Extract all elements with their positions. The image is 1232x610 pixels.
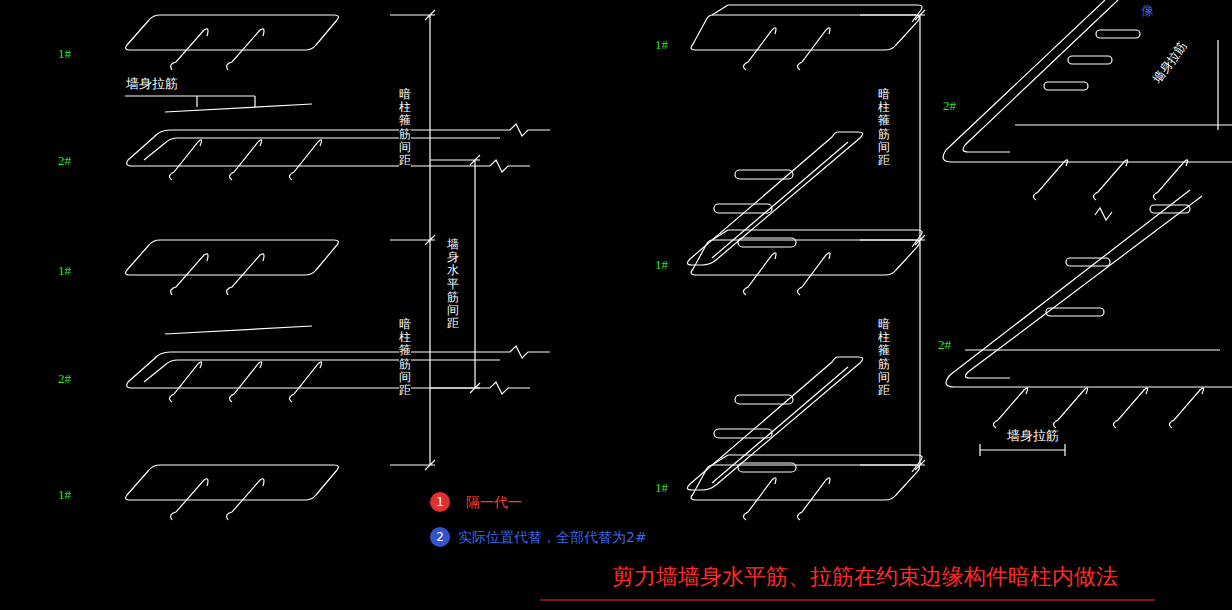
- annotation: 墙身拉筋: [125, 76, 179, 92]
- rebar-mark: 2#: [938, 337, 951, 353]
- annotation: 像: [1141, 3, 1154, 19]
- annotation: 暗柱箍筋间距: [399, 88, 411, 167]
- annotation: 暗柱箍筋间距: [399, 318, 411, 397]
- annotation: 暗柱箍筋间距: [878, 88, 890, 167]
- annotation: 墙身水平筋间距: [447, 238, 459, 330]
- rebar-mark: 1#: [58, 487, 71, 503]
- rebar-mark: 1#: [58, 263, 71, 279]
- annotation: 暗柱箍筋间距: [878, 318, 890, 397]
- rebar-mark: 1#: [58, 46, 71, 62]
- drawing-title: 剪力墙墙身水平筋、拉筋在约束边缘构件暗柱内做法: [612, 562, 1118, 592]
- callout-text: 1: [436, 495, 444, 509]
- rebar-mark: 2#: [943, 98, 956, 114]
- callout-text: 2: [436, 530, 444, 544]
- rebar-mark: 2#: [58, 371, 71, 387]
- rebar-mark: 2#: [58, 153, 71, 169]
- annotation: 隔一代一: [466, 494, 522, 511]
- rebar-mark: 1#: [655, 480, 668, 496]
- annotation: 墙身拉筋: [1150, 39, 1189, 87]
- rebar-mark: 1#: [655, 37, 668, 53]
- annotation: 墙身拉筋: [1006, 428, 1060, 444]
- callout-number: 1: [430, 492, 450, 512]
- callout-number: 2: [430, 527, 450, 547]
- rebar-mark: 1#: [655, 257, 668, 273]
- annotation: 实际位置代替，全部代替为2#: [458, 529, 647, 546]
